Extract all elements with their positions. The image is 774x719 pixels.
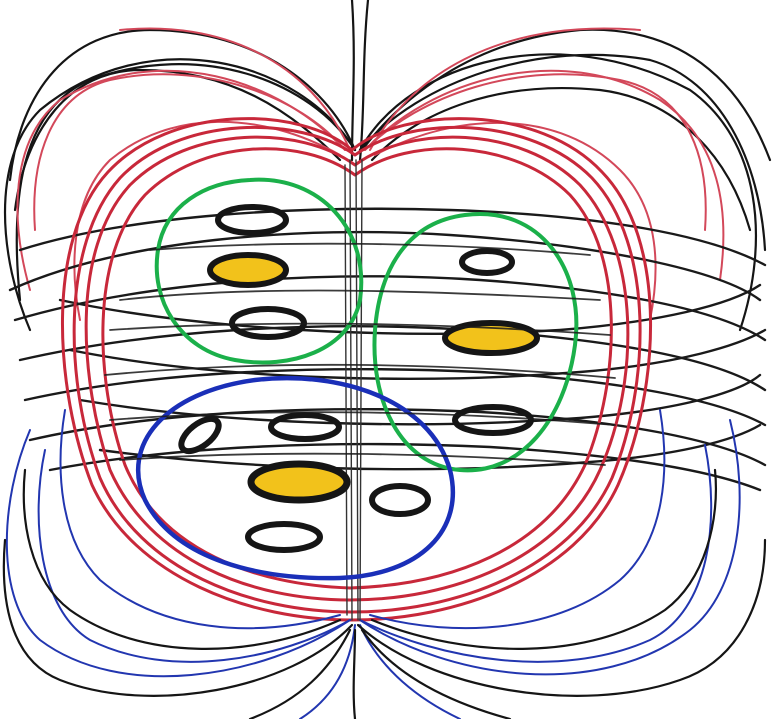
ring-l-filled bbox=[251, 464, 347, 500]
ring-ul-filled bbox=[210, 255, 286, 285]
